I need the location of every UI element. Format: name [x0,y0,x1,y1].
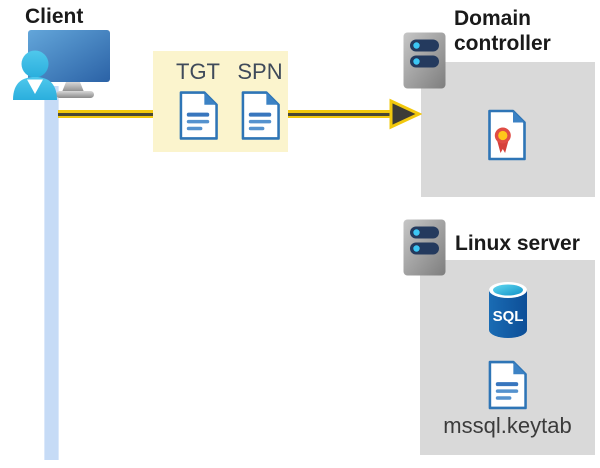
tgt-document-icon [179,91,218,140]
person-head [21,50,49,78]
tgt-item: TGT [173,57,223,152]
person-collar [27,79,43,94]
sql-database-icon: SQL [489,282,527,338]
client-person-computer-icon [13,30,110,100]
client-label: Client [25,5,84,28]
spn-label: SPN [237,59,283,84]
auth-arrow-head [389,98,422,130]
ticket-highlight-box: TGT SPN [153,51,288,152]
domain-controller-label: Domain controller [454,7,551,55]
monitor-base [56,91,94,98]
linux-server-icon [403,219,446,276]
spn-item: SPN [235,57,285,152]
domain-controller-server-icon [403,32,446,89]
monitor-stand [62,82,84,92]
monitor-icon [28,30,110,82]
client-lifeline-bar [44,86,59,460]
keytab-document-icon [488,360,527,410]
tgt-label: TGT [176,59,220,84]
spn-document-icon [241,91,280,140]
linux-server-label: Linux server [455,232,580,255]
keytab-filename-label: mssql.keytab [443,413,572,438]
sql-text: SQL [493,308,524,325]
certificate-icon [488,109,526,161]
